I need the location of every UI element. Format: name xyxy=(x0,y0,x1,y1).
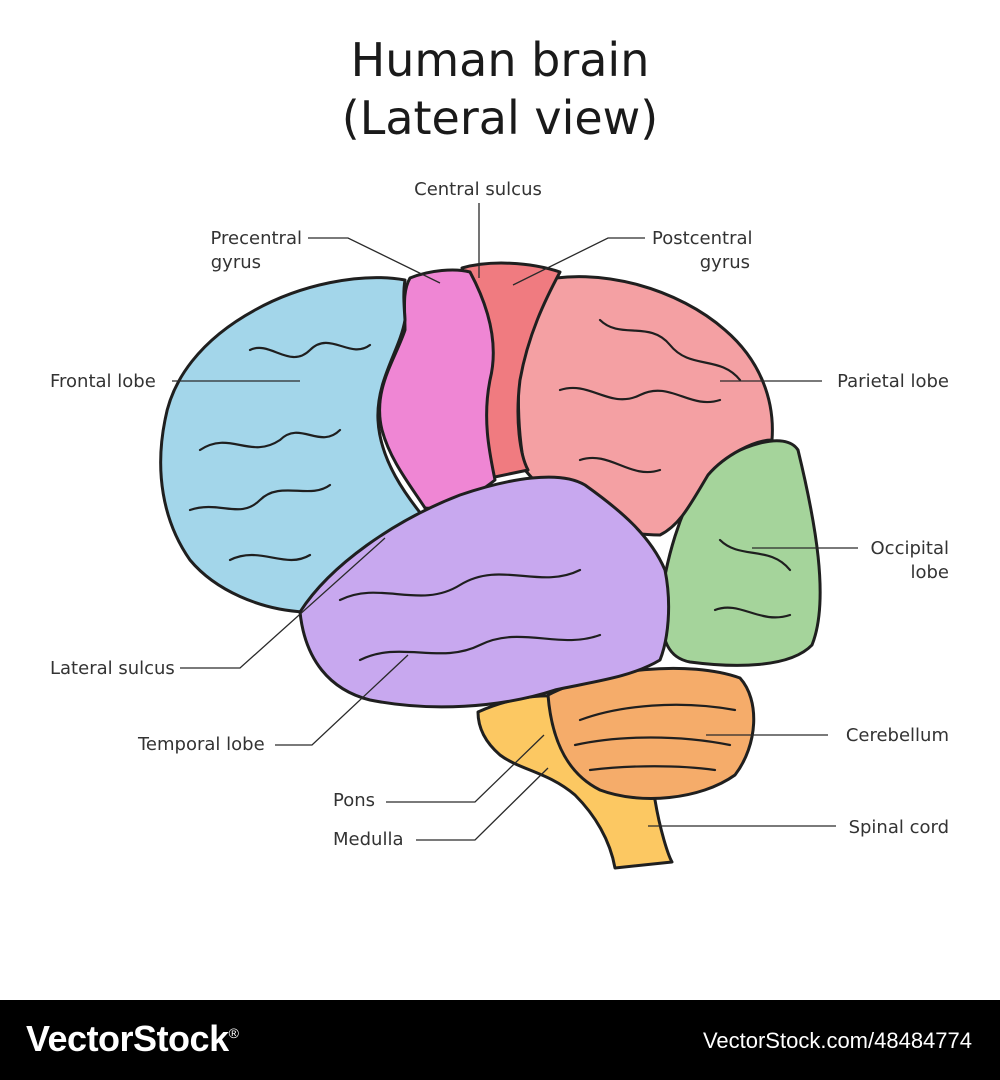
label-temporal-lobe: Temporal lobe xyxy=(137,734,265,755)
brain-regions xyxy=(159,261,822,870)
label-lateral-sulcus: Lateral sulcus xyxy=(50,658,175,679)
label-parietal-lobe: Parietal lobe xyxy=(837,371,949,392)
label-occipital-lobe-line1: Occipital xyxy=(871,538,949,559)
label-frontal-lobe: Frontal lobe xyxy=(50,371,156,392)
label-postcentral-gyrus-line2: gyrus xyxy=(700,252,750,273)
brand-name: VectorStock xyxy=(26,1018,229,1059)
title-line-2: (Lateral view) xyxy=(341,91,659,145)
cerebellum-region xyxy=(546,666,756,800)
title-line-1: Human brain xyxy=(350,33,650,87)
stock-image-id: VectorStock.com/48484774 xyxy=(702,1028,972,1053)
label-pons: Pons xyxy=(333,790,375,811)
label-central-sulcus: Central sulcus xyxy=(414,179,542,200)
label-occipital-lobe-line2: lobe xyxy=(910,562,949,583)
leader-pons xyxy=(386,734,545,803)
frontal-lobe-region xyxy=(159,276,432,614)
temporal-lobe-region xyxy=(298,475,671,709)
leader-medulla xyxy=(416,767,549,841)
label-spinal-cord: Spinal cord xyxy=(849,817,949,838)
brain-diagram: Central sulcus Precentral gyrus Postcent… xyxy=(50,179,949,870)
brand-logo: VectorStock® xyxy=(26,1018,239,1060)
leader-lines xyxy=(172,203,858,841)
leader-temporal-lobe xyxy=(275,654,409,746)
gyri-details xyxy=(188,318,792,772)
registered-mark: ® xyxy=(228,1025,239,1041)
label-postcentral-gyrus-line1: Postcentral xyxy=(652,228,753,249)
leader-postcentral-gyrus xyxy=(512,237,645,286)
leader-precentral-gyrus xyxy=(308,237,441,284)
footer-bar: VectorStock® VectorStock.com/48484774 xyxy=(0,1000,1000,1080)
leader-lateral-sulcus xyxy=(180,537,386,669)
label-medulla: Medulla xyxy=(333,829,403,850)
label-cerebellum: Cerebellum xyxy=(846,725,949,746)
label-precentral-gyrus-line2: gyrus xyxy=(211,252,261,273)
label-precentral-gyrus-line1: Precentral xyxy=(211,228,303,249)
